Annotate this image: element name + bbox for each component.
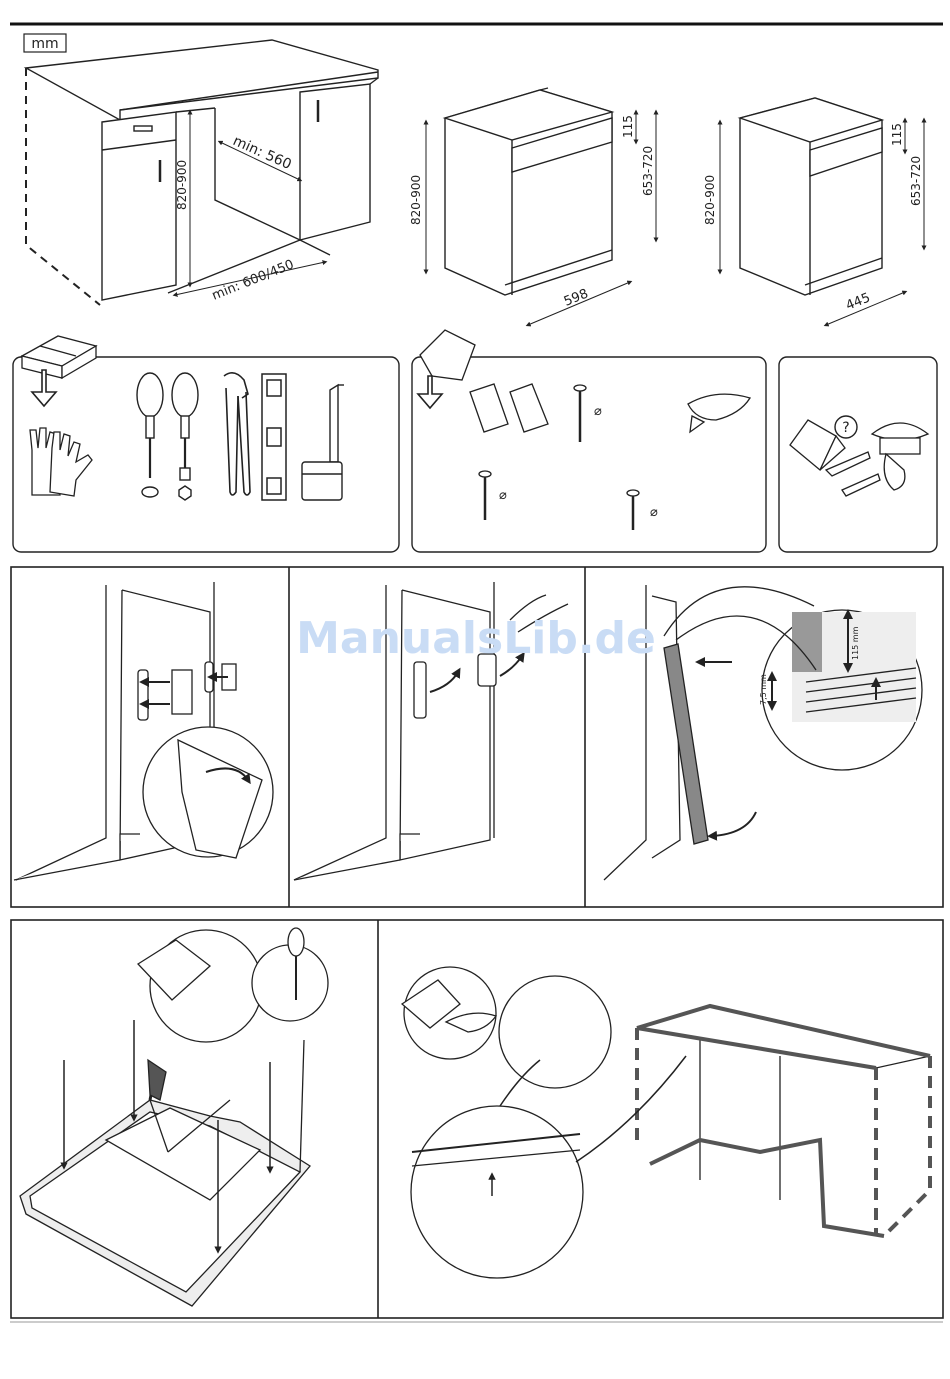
screw-diameter-symbol-1: ⌀ [594, 404, 602, 419]
wide-panel-label: 115 [621, 115, 635, 138]
spirit-level-icon [262, 374, 286, 500]
niche-depth-label: min: 560 [230, 133, 293, 173]
wide-width-label: 598 [562, 287, 591, 310]
wide-appliance-drawing [445, 88, 612, 295]
watermark: ManualsLib.de [296, 613, 656, 664]
trim-height-label: 115 mm [851, 626, 860, 660]
narrow-width-label: 445 [844, 291, 873, 314]
niche-drawing [26, 40, 378, 305]
units-label: mm [31, 36, 58, 52]
step-4-drawing [20, 928, 328, 1306]
step-5-drawing [402, 967, 930, 1330]
screw-diameter-symbol-2: ⌀ [499, 488, 507, 503]
step-1-drawing [14, 582, 273, 880]
narrow-panel-label: 115 [890, 123, 904, 146]
wide-door-label: 653-720 [641, 146, 655, 196]
narrow-appliance-drawing [740, 98, 882, 295]
wide-height-label: 820-900 [409, 175, 423, 225]
niche-width-label: min: 600/450 [210, 257, 296, 304]
trim-gap-label: 7,5 mm [759, 674, 768, 705]
narrow-door-label: 653-720 [909, 156, 923, 206]
niche-height-label: 820-900 [175, 160, 189, 210]
screw-diameter-symbol-3: ⌀ [650, 505, 658, 520]
parts-panel [412, 357, 766, 552]
narrow-height-label: 820-900 [703, 175, 717, 225]
question-mark-label: ? [842, 420, 849, 436]
